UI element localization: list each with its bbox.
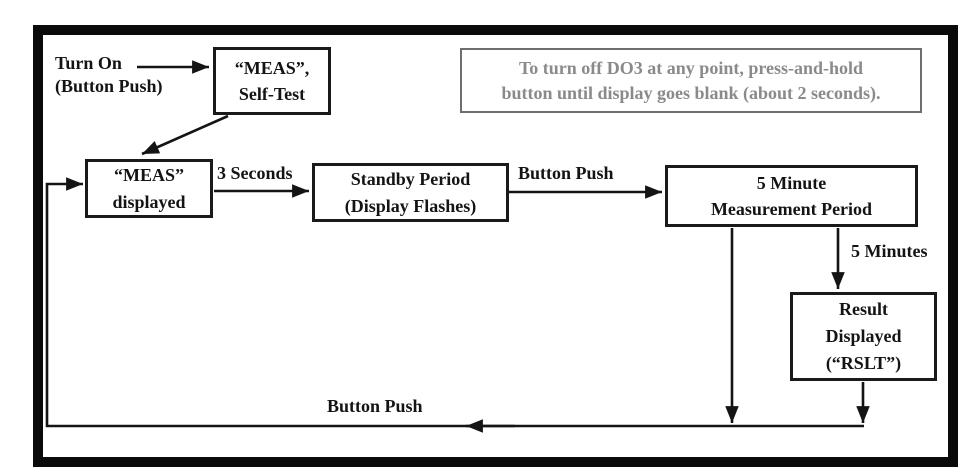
- node-measurement-period-line1: 5 Minute: [756, 172, 827, 193]
- node-result-displayed-line3: (“RSLT”): [825, 353, 902, 373]
- diagram-outer-border: [33, 25, 958, 467]
- self-test-to-meas-arrow: [141, 114, 229, 156]
- start-label: Turn On (Button Push): [55, 52, 163, 97]
- node-meas-displayed: “MEAS” displayed: [85, 159, 213, 218]
- node-result-displayed: Result Displayed (“RSLT”): [790, 292, 937, 381]
- node-meas-self-test: “MEAS”, Self-Test: [213, 47, 331, 115]
- node-meas-displayed-line2: displayed: [112, 191, 186, 212]
- three-seconds-label: 3 Seconds: [217, 163, 293, 183]
- button-push-label: Button Push: [518, 163, 614, 183]
- node-meas-self-test-line2: Self-Test: [238, 84, 306, 104]
- node-meas-self-test-line1: “MEAS”,: [234, 57, 310, 78]
- turn-off-note-line2: button until display goes blank (about 2…: [501, 82, 881, 103]
- node-result-displayed-line1: Result: [839, 299, 888, 319]
- node-meas-displayed-line1: “MEAS”: [113, 165, 184, 186]
- node-standby-period-line1: Standby Period: [350, 169, 471, 190]
- node-measurement-period-line2: Measurement Period: [710, 199, 873, 219]
- node-standby-period: Standby Period (Display Flashes): [312, 163, 509, 222]
- turn-off-note-line1: To turn off DO3 at any point, press-and-…: [518, 58, 864, 79]
- five-minutes-label: 5 Minutes: [851, 241, 928, 261]
- turn-off-note: To turn off DO3 at any point, press-and-…: [460, 48, 922, 113]
- start-label-line1: Turn On: [55, 53, 122, 73]
- node-standby-period-line2: (Display Flashes): [344, 195, 477, 216]
- node-result-displayed-line2: Displayed: [825, 326, 902, 346]
- node-measurement-period: 5 Minute Measurement Period: [665, 165, 918, 227]
- button-push-return-label: Button Push: [327, 396, 423, 416]
- start-label-line2: (Button Push): [55, 75, 163, 96]
- return-loop-line: [45, 177, 864, 428]
